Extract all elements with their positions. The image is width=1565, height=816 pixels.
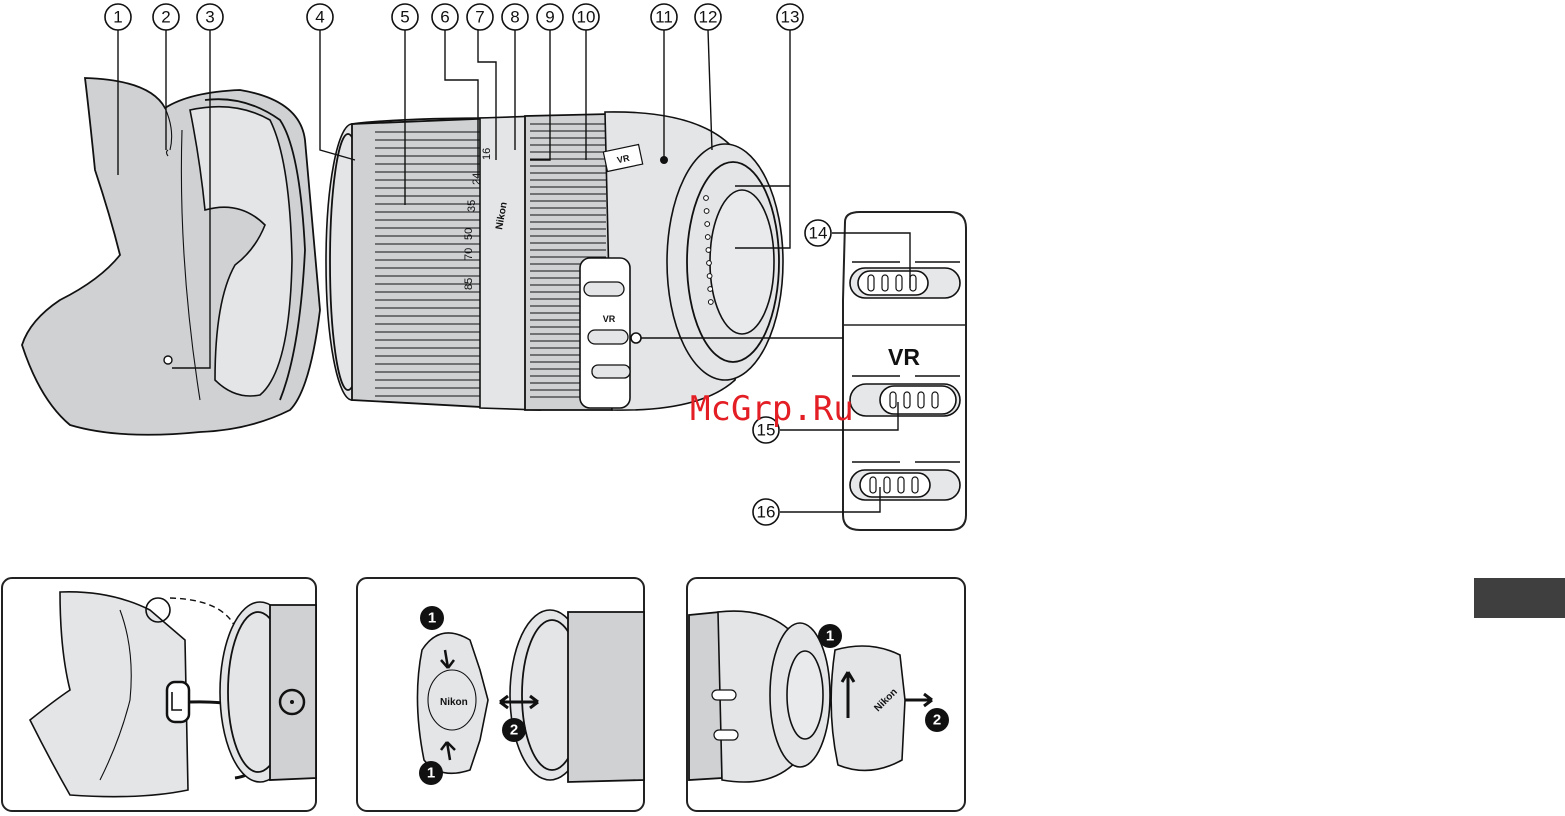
scale-35: 35 bbox=[466, 200, 478, 212]
callout-2: 2 bbox=[153, 4, 179, 30]
svg-text:1: 1 bbox=[428, 610, 436, 627]
svg-text:14: 14 bbox=[809, 224, 828, 243]
callout-10: 10 bbox=[573, 4, 599, 30]
callout-6: 6 bbox=[432, 4, 458, 30]
callout-5: 5 bbox=[392, 4, 418, 30]
cpu-contact bbox=[707, 261, 712, 266]
switch-grip bbox=[910, 275, 916, 291]
svg-text:12: 12 bbox=[699, 8, 718, 27]
cpu-contact bbox=[705, 235, 710, 240]
callout-1: 1 bbox=[105, 4, 131, 30]
barrel-vr-label: VR bbox=[603, 314, 616, 324]
switch-grip bbox=[898, 477, 904, 493]
svg-text:2: 2 bbox=[510, 722, 518, 739]
switch-grip bbox=[904, 392, 910, 408]
scale-24: 24 bbox=[471, 173, 483, 185]
callout-3: 3 bbox=[197, 4, 223, 30]
cpu-contact bbox=[704, 196, 709, 201]
switch-grip bbox=[932, 392, 938, 408]
svg-text:6: 6 bbox=[440, 8, 449, 27]
callout-12: 12 bbox=[695, 4, 721, 30]
svg-text:1: 1 bbox=[113, 8, 122, 27]
watermark: McGrp.Ru bbox=[690, 389, 854, 429]
switch-grip bbox=[882, 275, 888, 291]
switch-grip bbox=[918, 392, 924, 408]
callout-4: 4 bbox=[307, 4, 333, 30]
page-tab-marker bbox=[1474, 578, 1565, 618]
svg-text:11: 11 bbox=[655, 8, 673, 27]
svg-text:13: 13 bbox=[781, 8, 800, 27]
front-cap-step-2: 2 bbox=[502, 718, 526, 742]
callout-11: 11 bbox=[651, 4, 677, 30]
barrel-switches: VR bbox=[580, 258, 630, 408]
switch-grip bbox=[912, 477, 918, 493]
callout-14: 14 bbox=[805, 220, 831, 246]
step-panel-hood bbox=[2, 578, 316, 811]
scale-16: 16 bbox=[481, 148, 493, 160]
cpu-contact bbox=[706, 248, 711, 253]
switch-grip bbox=[870, 477, 876, 493]
svg-text:7: 7 bbox=[475, 8, 484, 27]
callout-9: 9 bbox=[537, 4, 563, 30]
svg-text:8: 8 bbox=[510, 8, 519, 27]
rear-cap-step-2: 2 bbox=[925, 708, 949, 732]
cpu-contact bbox=[705, 222, 710, 227]
switch-grip bbox=[868, 275, 874, 291]
lens-hood bbox=[22, 78, 320, 435]
scale-50: 50 bbox=[463, 228, 475, 240]
front-cap-brand: Nikon bbox=[440, 697, 468, 708]
front-cap-step-1b: 1 bbox=[419, 761, 443, 785]
svg-text:10: 10 bbox=[577, 8, 596, 27]
rear-cap-step-1: 1 bbox=[818, 624, 842, 648]
cpu-contact bbox=[707, 274, 712, 279]
callout-7: 7 bbox=[467, 4, 493, 30]
callout-13: 13 bbox=[777, 4, 803, 30]
svg-text:5: 5 bbox=[400, 8, 409, 27]
svg-text:1: 1 bbox=[427, 765, 435, 782]
switch-grip bbox=[884, 477, 890, 493]
svg-text:4: 4 bbox=[315, 8, 324, 27]
scale-85: 85 bbox=[463, 278, 475, 290]
svg-text:2: 2 bbox=[933, 712, 941, 729]
svg-text:2: 2 bbox=[161, 8, 170, 27]
switch-grip bbox=[890, 392, 896, 408]
step-panel-rear-cap: Nikon 1 2 bbox=[687, 578, 965, 811]
svg-text:1: 1 bbox=[826, 628, 834, 645]
cpu-contact bbox=[708, 300, 713, 305]
callout-8: 8 bbox=[502, 4, 528, 30]
step-panel-front-cap: Nikon 1 2 1 bbox=[357, 578, 644, 811]
svg-text:16: 16 bbox=[757, 503, 776, 522]
lens-barrel: VR 85 70 50 35 24 16 Nikon VR bbox=[326, 112, 783, 410]
switch-grip bbox=[896, 275, 902, 291]
svg-text:9: 9 bbox=[545, 8, 554, 27]
panel-vr-label: VR bbox=[888, 344, 920, 370]
callout-16: 16 bbox=[753, 499, 779, 525]
cpu-contact bbox=[704, 209, 709, 214]
front-cap-step-1: 1 bbox=[420, 606, 444, 630]
cpu-contact bbox=[708, 287, 713, 292]
svg-text:3: 3 bbox=[205, 8, 214, 27]
scale-70: 70 bbox=[463, 248, 475, 260]
